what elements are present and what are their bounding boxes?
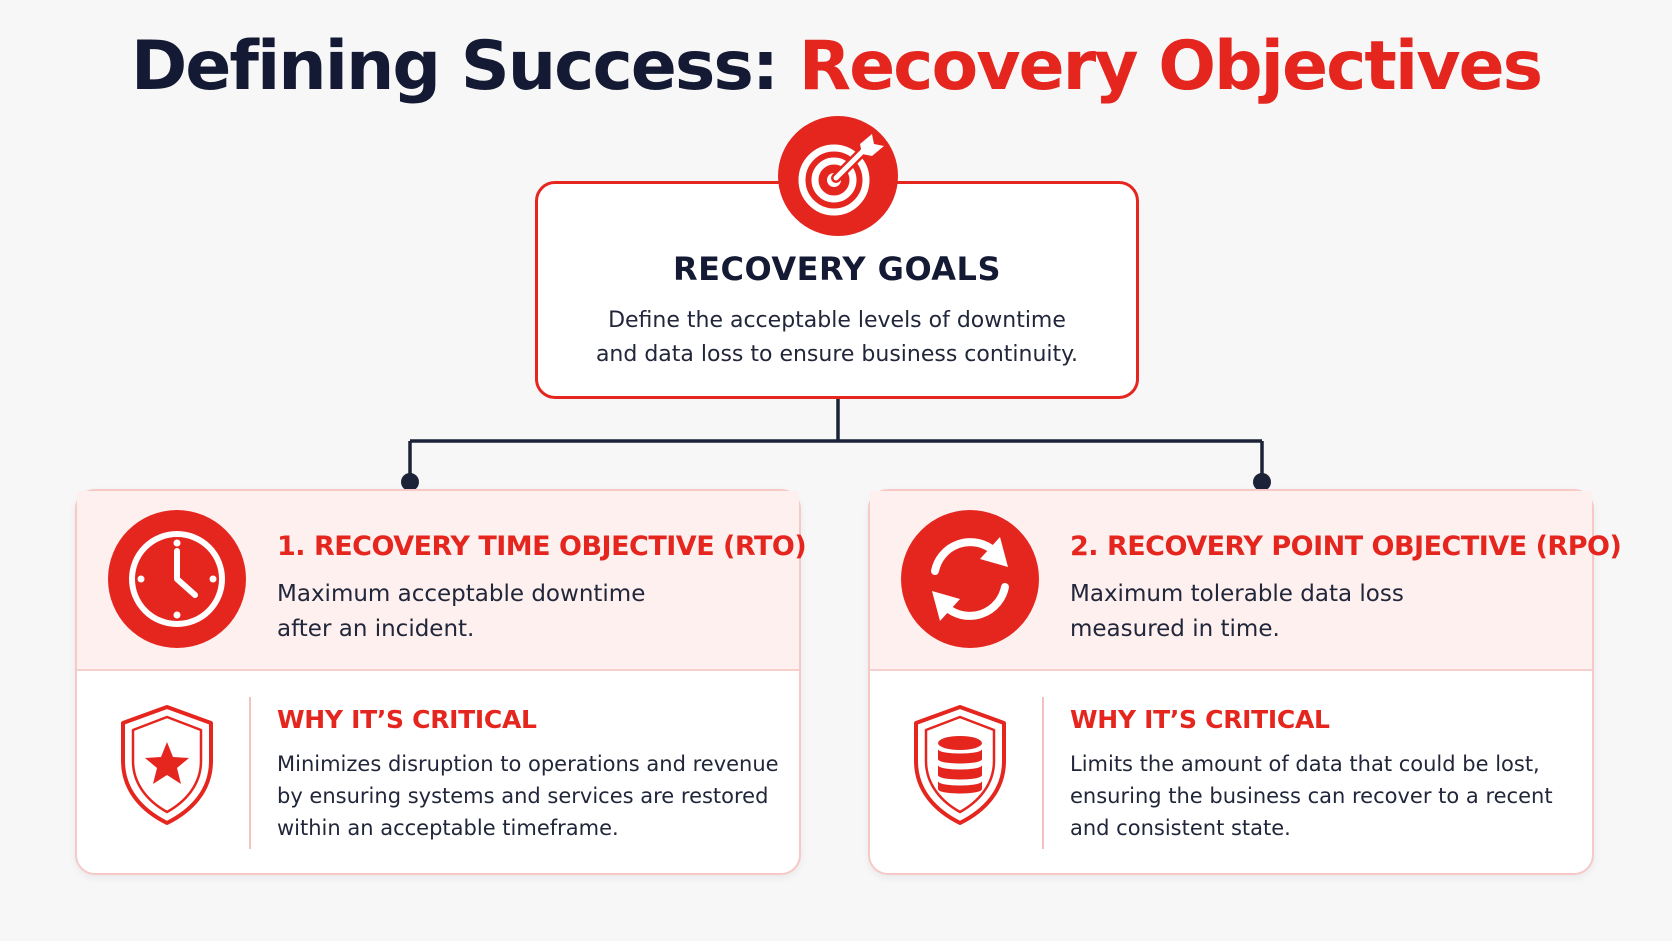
rto-critical-line1: Minimizes disruption to operations and r… xyxy=(277,752,779,776)
rto-critical-line3: within an acceptable timeframe. xyxy=(277,816,619,840)
shield-star-icon xyxy=(121,705,213,825)
rpo-critical-line1: Limits the amount of data that could be … xyxy=(1070,752,1540,776)
title-part-red: Recovery Objectives xyxy=(798,27,1543,106)
target-icon xyxy=(778,116,898,236)
recovery-goals-title: RECOVERY GOALS xyxy=(673,250,1001,288)
rpo-heading: 2. RECOVERY POINT OBJECTIVE (RPO) xyxy=(1070,531,1622,562)
rto-desc-line2: after an incident. xyxy=(277,616,475,642)
rpo-description: Maximum tolerable data loss measured in … xyxy=(1070,577,1510,647)
clock-icon xyxy=(108,510,246,648)
rpo-divider xyxy=(1042,697,1044,849)
rto-critical-text: Minimizes disruption to operations and r… xyxy=(277,748,782,844)
rpo-desc-line1: Maximum tolerable data loss xyxy=(1070,581,1404,607)
sync-arrows-icon xyxy=(901,510,1039,648)
recovery-goals-description: Define the acceptable levels of downtime… xyxy=(578,304,1096,372)
rto-card: 1. RECOVERY TIME OBJECTIVE (RTO) Maximum… xyxy=(75,489,807,875)
rto-desc-line1: Maximum acceptable downtime xyxy=(277,581,646,607)
rpo-desc-line2: measured in time. xyxy=(1070,616,1280,642)
rpo-critical-text: Limits the amount of data that could be … xyxy=(1070,748,1575,844)
rto-divider xyxy=(249,697,251,849)
shield-database-icon xyxy=(914,705,1006,825)
rpo-card: 2. RECOVERY POINT OBJECTIVE (RPO) Maximu… xyxy=(868,489,1622,875)
rpo-critical-line3: and consistent state. xyxy=(1070,816,1291,840)
rto-critical-heading: WHY IT’S CRITICAL xyxy=(277,705,537,734)
rto-critical-line2: by ensuring systems and services are res… xyxy=(277,784,769,808)
rpo-critical-heading: WHY IT’S CRITICAL xyxy=(1070,705,1330,734)
page-title: Defining Success: Recovery Objectives xyxy=(0,22,1672,112)
goals-desc-line2: and data loss to ensure business continu… xyxy=(595,342,1079,367)
goals-desc-line1: Define the acceptable levels of downtime xyxy=(608,308,1066,333)
rto-heading: 1. RECOVERY TIME OBJECTIVE (RTO) xyxy=(277,531,807,562)
rpo-critical-line2: ensuring the business can recover to a r… xyxy=(1070,784,1553,808)
rto-description: Maximum acceptable downtime after an inc… xyxy=(277,577,717,647)
title-part-dark: Defining Success: xyxy=(130,27,799,106)
connector-lines xyxy=(408,399,1264,482)
